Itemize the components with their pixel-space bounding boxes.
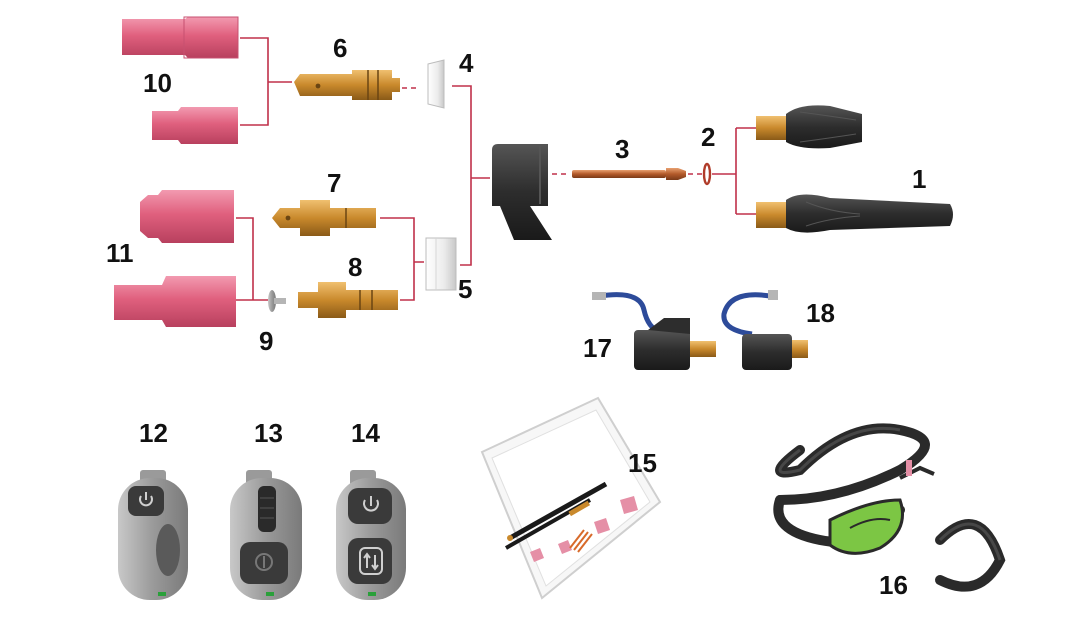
connector-7-8 [380, 218, 424, 300]
label-2: 2 [701, 124, 715, 150]
part-16-cable-assembly [778, 428, 1000, 586]
label-1: 1 [912, 166, 926, 192]
part-4-insulator [428, 60, 444, 108]
part-9-diffuser [268, 290, 286, 312]
label-9: 9 [259, 328, 273, 354]
part-5-insulator [426, 238, 456, 290]
part-3-collet [572, 168, 686, 180]
part-10-ceramic-nozzles [122, 17, 238, 144]
scroll-wheel-icon [258, 486, 276, 532]
part-14-switch [336, 470, 406, 600]
label-16: 16 [879, 572, 908, 598]
part-8-gas-lens-body [298, 282, 398, 318]
part-15-accessory-kit [482, 398, 660, 598]
label-14: 14 [351, 420, 380, 446]
label-12: 12 [139, 420, 168, 446]
connector-10 [240, 38, 292, 125]
label-11: 11 [106, 240, 134, 266]
torch-head-body [492, 144, 552, 240]
label-10: 10 [143, 70, 172, 96]
label-6: 6 [333, 35, 347, 61]
part-18-connector [724, 290, 808, 370]
part-2-o-ring [704, 164, 710, 184]
label-13: 13 [254, 420, 283, 446]
part-13-switch [230, 470, 302, 600]
connector-11 [236, 218, 268, 300]
label-4: 4 [459, 50, 473, 76]
label-8: 8 [348, 254, 362, 280]
part-6-collet-body [294, 70, 400, 100]
label-15: 15 [628, 450, 657, 476]
part-7-gas-lens [272, 200, 376, 236]
label-3: 3 [615, 136, 629, 162]
connector-2-1 [712, 128, 756, 214]
connector-4-5-body [452, 86, 490, 265]
label-17: 17 [583, 335, 612, 361]
label-18: 18 [806, 300, 835, 326]
label-5: 5 [458, 276, 472, 302]
part-12-switch [118, 470, 188, 600]
label-7: 7 [327, 170, 341, 196]
